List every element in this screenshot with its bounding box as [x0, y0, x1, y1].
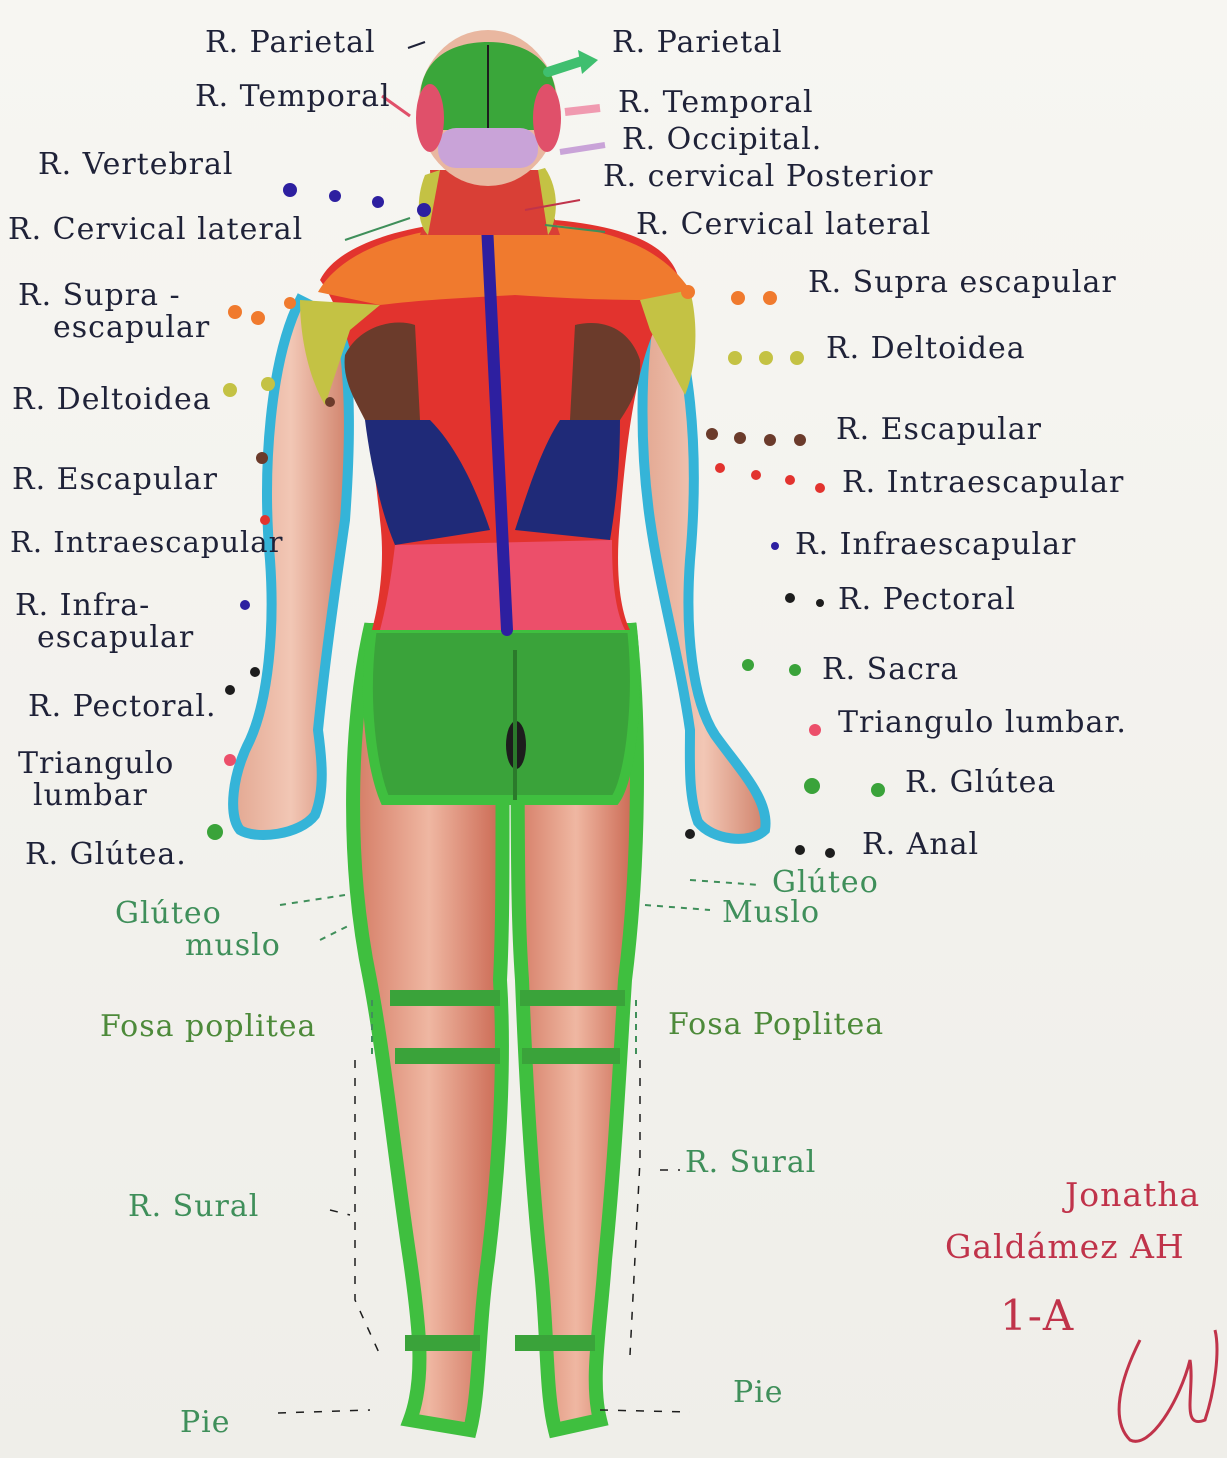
label-right-cervical-lateral: R. Cervical lateral — [636, 210, 931, 240]
label-left-gluteo-muslo: Glúteo muslo — [115, 898, 281, 961]
label-left-gluteo: Glúteo — [115, 898, 281, 930]
label-left-intraescapular: R. Intraescapular — [10, 528, 283, 557]
label-right-sacra: R. Sacra — [822, 655, 959, 685]
label-right-pectoral: R. Pectoral — [838, 585, 1016, 615]
label-right-fosa-poplitea: Fosa Poplitea — [668, 1010, 884, 1040]
label-right-intraescapular: R. Intraescapular — [842, 468, 1124, 498]
label-right-parietal: R. Parietal — [612, 28, 783, 58]
head — [416, 30, 561, 186]
label-right-gluteo: Glúteo — [772, 868, 879, 898]
label-left-infraescapular-line2: escapular — [15, 622, 194, 654]
label-left-parietal: R. Parietal — [205, 28, 376, 58]
label-right-triangulo-lumbar: Triangulo lumbar. — [838, 708, 1127, 738]
label-right-deltoidea: R. Deltoidea — [826, 334, 1026, 364]
label-left-infraescapular: R. Infra- escapular — [15, 590, 194, 653]
label-left-pie: Pie — [180, 1408, 231, 1438]
label-right-anal: R. Anal — [862, 830, 979, 860]
label-left-supraescapular-line1: R. Supra - — [18, 280, 210, 312]
author-name-last: Galdámez AH — [945, 1230, 1185, 1263]
label-left-cervical-lateral: R. Cervical lateral — [8, 215, 303, 245]
label-right-escapular: R. Escapular — [836, 415, 1042, 445]
author-group: 1-A — [1000, 1295, 1074, 1337]
label-left-triangulo-line2: lumbar — [18, 780, 174, 812]
label-left-triangulo-line1: Triangulo — [18, 748, 174, 780]
right-arm — [643, 290, 766, 839]
label-left-pectoral: R. Pectoral. — [28, 692, 217, 722]
gluteal-region — [368, 628, 635, 800]
author-signature — [1119, 1330, 1217, 1441]
label-left-temporal: R. Temporal — [195, 82, 391, 112]
label-left-escapular: R. Escapular — [12, 465, 218, 495]
label-left-infraescapular-line1: R. Infra- — [15, 590, 194, 622]
label-left-glutea: R. Glútea. — [25, 840, 187, 870]
label-right-temporal: R. Temporal — [618, 88, 814, 118]
label-right-glutea: R. Glútea — [905, 768, 1056, 798]
label-left-supraescapular-line2: escapular — [18, 312, 210, 344]
label-right-infraescapular: R. Infraescapular — [795, 530, 1076, 560]
label-left-fosa-poplitea: Fosa poplitea — [100, 1012, 316, 1042]
label-left-sural: R. Sural — [128, 1192, 259, 1222]
label-right-cervical-posterior: R. cervical Posterior — [603, 162, 934, 192]
label-right-muslo: Muslo — [722, 898, 820, 928]
label-left-vertebral: R. Vertebral — [38, 150, 234, 180]
label-right-occipital: R. Occipital. — [622, 125, 822, 155]
label-left-deltoidea: R. Deltoidea — [12, 385, 212, 415]
label-left-triangulo-lumbar: Triangulo lumbar — [18, 748, 174, 811]
label-left-supraescapular: R. Supra - escapular — [18, 280, 210, 343]
author-name-first: Jonatha — [1065, 1178, 1200, 1211]
label-left-muslo: muslo — [115, 930, 281, 962]
label-right-pie: Pie — [733, 1378, 784, 1408]
label-right-sural: R. Sural — [685, 1148, 816, 1178]
label-right-supraescapular: R. Supra escapular — [808, 268, 1117, 298]
